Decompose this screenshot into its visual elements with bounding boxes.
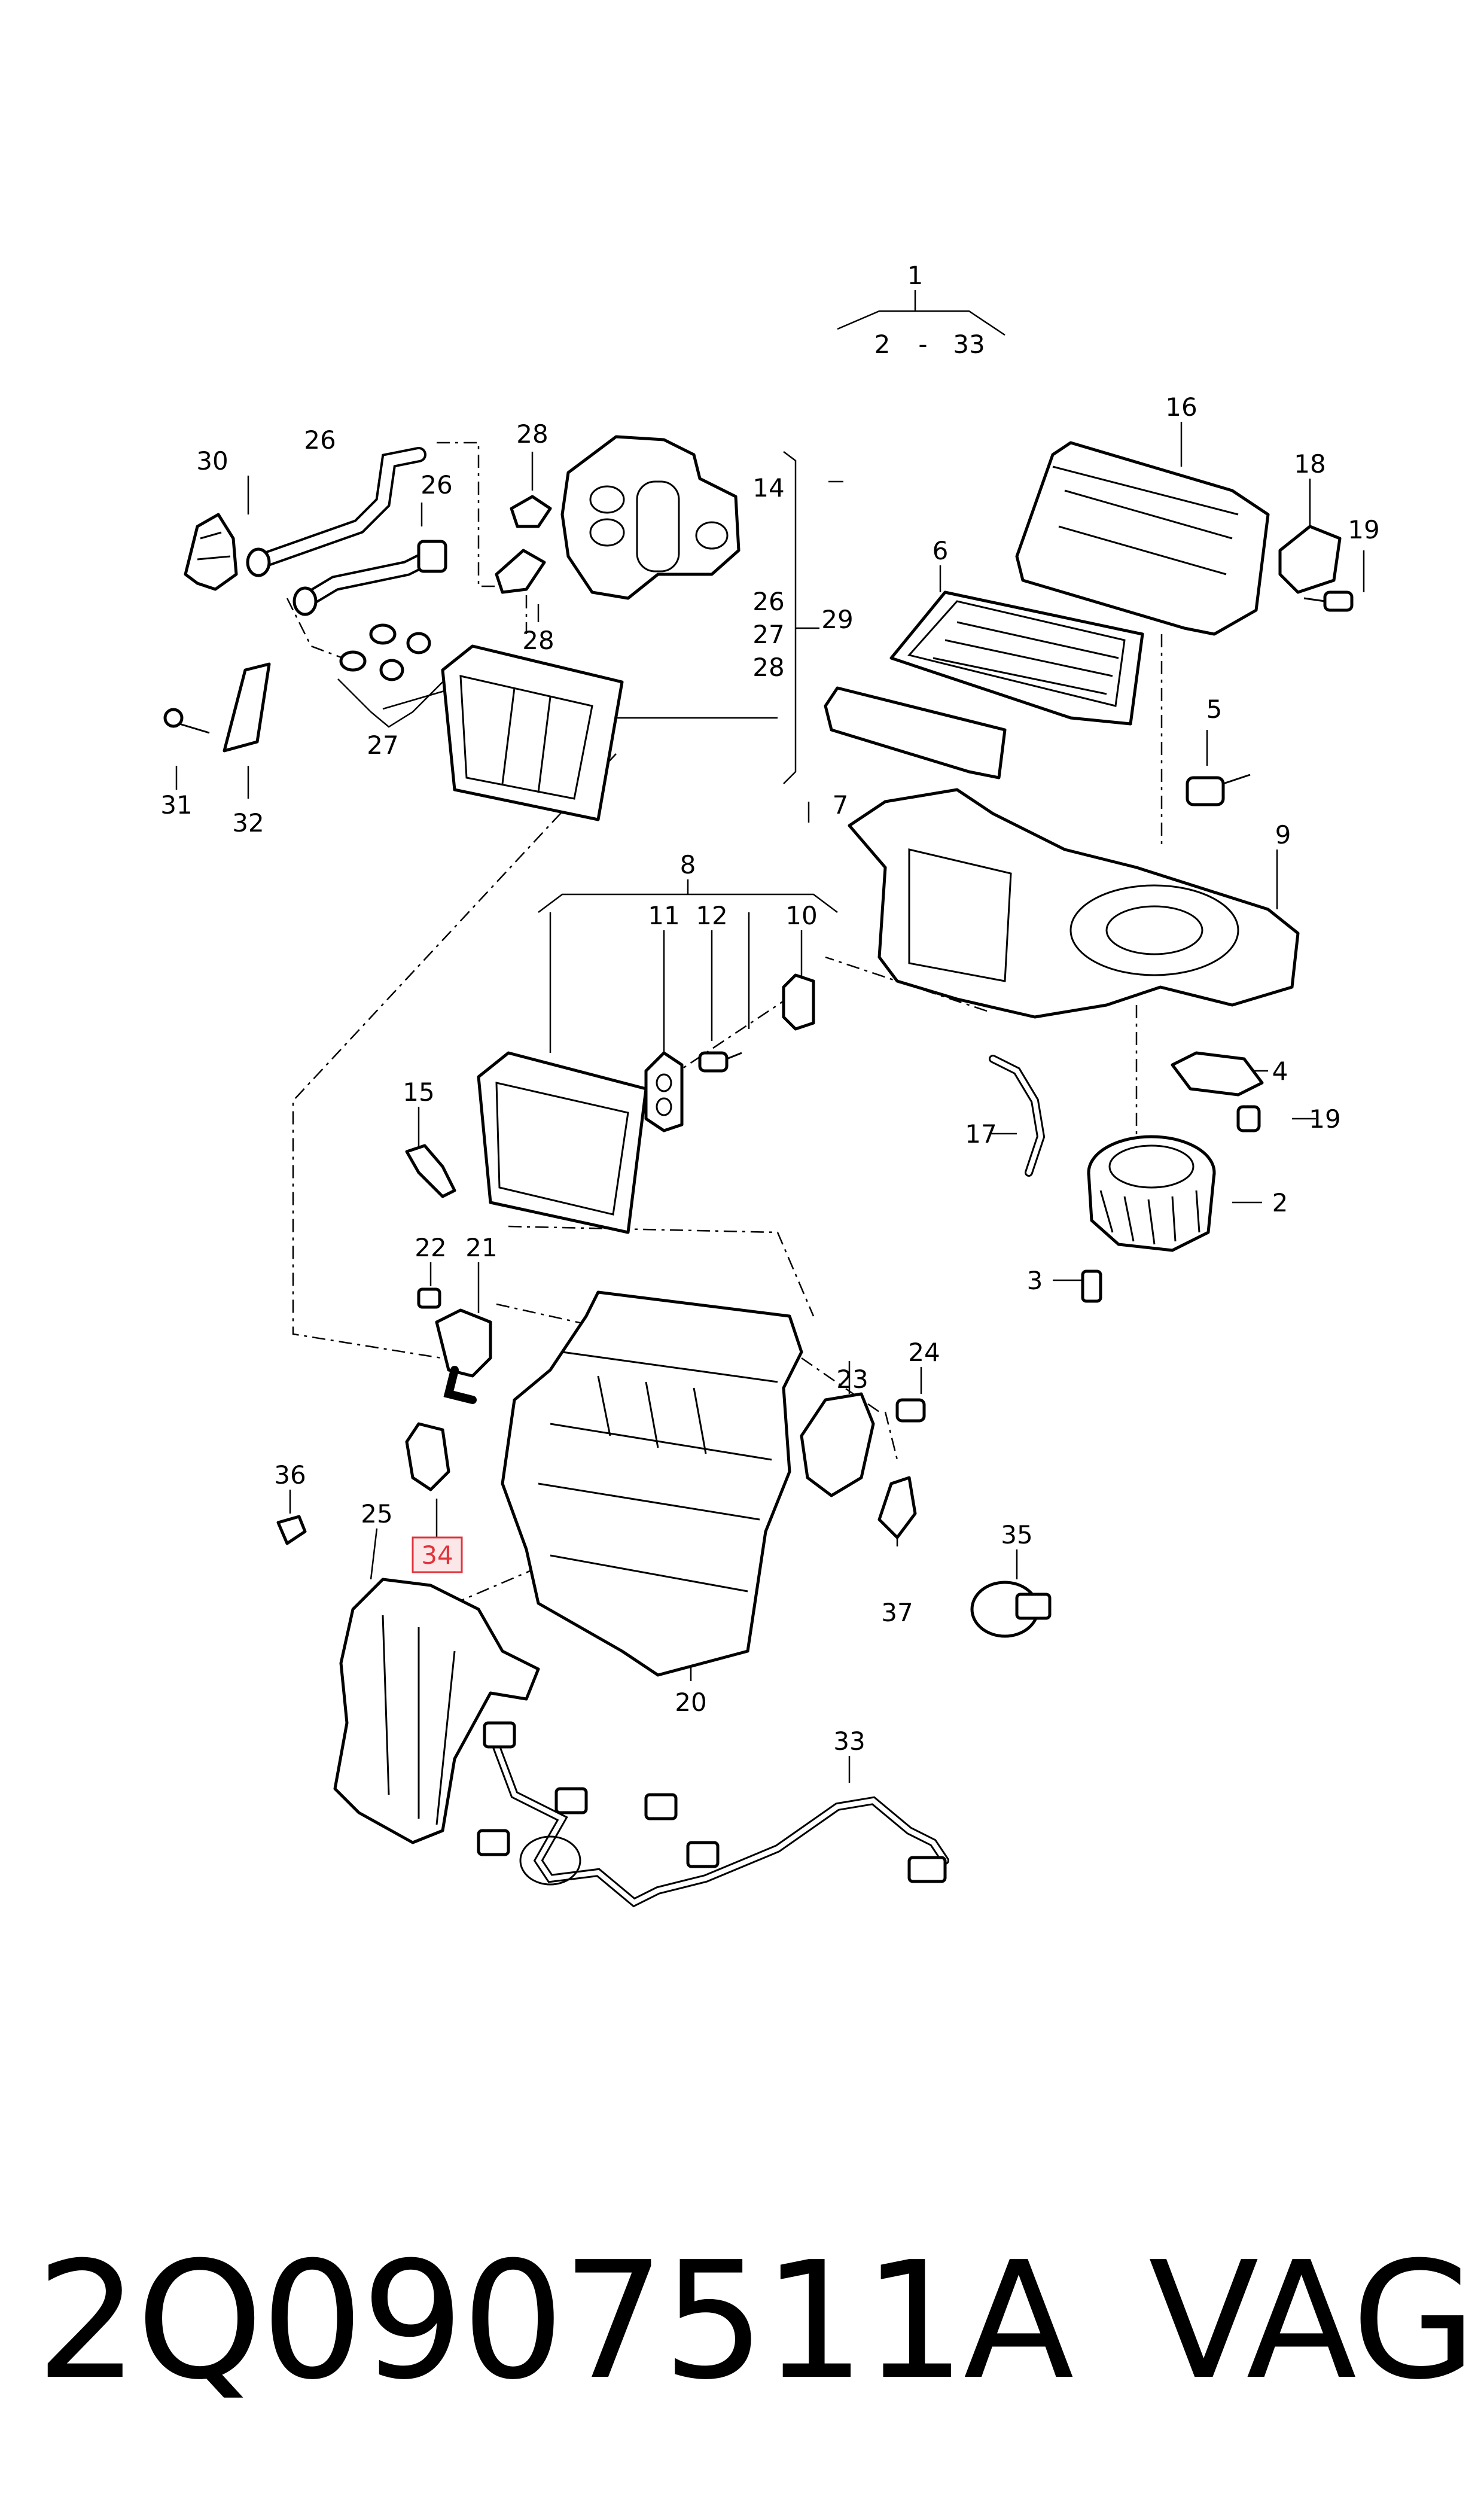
callout-3: 3 — [1027, 1266, 1043, 1295]
part-10-sensor — [782, 973, 815, 1031]
callout-28-b: 28 — [522, 626, 554, 655]
part-19-screw-b — [1236, 1105, 1261, 1132]
callout-28-c: 28 — [752, 653, 784, 682]
callout-31: 31 — [160, 790, 192, 820]
part-5-fastener — [1186, 774, 1251, 806]
callout-26-b: 26 — [420, 470, 452, 500]
callout-1: 1 — [907, 261, 924, 290]
callout-19-a: 19 — [1348, 515, 1379, 544]
callout-34: 34 — [421, 1540, 453, 1570]
callout-37: 37 — [881, 1598, 913, 1627]
part-35-motor — [970, 1581, 1052, 1638]
callout-23: 23 — [836, 1365, 868, 1394]
part-33-wiring-harness — [477, 1721, 949, 1908]
callout-27-a: 27 — [752, 620, 784, 649]
part-25-air-duct — [333, 1578, 540, 1844]
callout-21: 21 — [465, 1233, 497, 1262]
callout-15: 15 — [403, 1077, 434, 1107]
callout-19-b: 19 — [1309, 1104, 1340, 1134]
part-34-bracket — [405, 1422, 450, 1491]
part-19-screw-a — [1303, 590, 1354, 612]
part-3-screw — [1081, 1269, 1102, 1303]
part-6-filter — [889, 590, 1144, 726]
callout-26-c: 26 — [752, 587, 784, 616]
callout-7: 7 — [833, 790, 849, 820]
part-17-wire — [989, 1055, 1046, 1177]
part-15-sensor — [405, 1144, 456, 1198]
part-24-screw — [895, 1398, 926, 1423]
part-27-orings — [339, 623, 431, 681]
footer: 2Q0907511A VAG — [24, 2225, 1477, 2417]
part-31-screw — [163, 708, 210, 734]
callout-36: 36 — [274, 1460, 306, 1490]
callout-32: 32 — [232, 808, 264, 838]
callout-26-a: 26 — [304, 425, 336, 455]
callout-34-highlight-box — [412, 1536, 463, 1573]
callout-labels: 1 2 - 33 30 26 26 28 14 28 26 27 28 29 2… — [160, 261, 1379, 1756]
part-heater-core — [441, 644, 624, 821]
callout-6: 6 — [933, 536, 949, 565]
leader-lines — [175, 290, 1365, 1783]
part-14-gasket-plate — [560, 435, 741, 600]
part-12-screw — [698, 1051, 742, 1073]
part-evaporator — [477, 1051, 648, 1234]
callout-27-b: 27 — [367, 730, 398, 760]
part-11-grommet — [644, 1051, 684, 1132]
callout-17: 17 — [965, 1119, 997, 1149]
part-23-actuator — [800, 1392, 875, 1497]
callout-14: 14 — [752, 473, 784, 503]
part-18-actuator — [1278, 525, 1342, 594]
callout-18: 18 — [1294, 449, 1325, 479]
callout-33: 33 — [833, 1727, 865, 1756]
callout-20: 20 — [675, 1688, 706, 1717]
brand-name: VAG — [1148, 2227, 1477, 2415]
part-36-screw — [276, 1515, 307, 1545]
callout-16: 16 — [1165, 392, 1197, 422]
callout-28-a: 28 — [516, 419, 548, 449]
callout-range-to: 33 — [953, 330, 985, 359]
callout-25: 25 — [361, 1499, 392, 1529]
part-32-bracket — [223, 662, 271, 753]
callout-29: 29 — [821, 605, 853, 634]
part-28-seals — [495, 495, 552, 594]
callout-30: 30 — [196, 446, 228, 476]
part-4-cover — [1171, 1051, 1264, 1097]
callout-22: 22 — [415, 1233, 446, 1262]
part-22-screw — [417, 1287, 441, 1309]
callout-11: 11 — [648, 901, 679, 930]
part-number: 2Q0907511A — [36, 2227, 1074, 2415]
callout-range-from: 2 — [874, 330, 891, 359]
part-2-blower-motor — [1087, 1135, 1216, 1252]
part-21-actuator-bracket — [435, 1308, 492, 1404]
callout-4: 4 — [1272, 1056, 1288, 1086]
part-7-flap — [824, 686, 1007, 780]
callout-5: 5 — [1206, 695, 1223, 724]
callout-8: 8 — [680, 850, 696, 879]
callout-12: 12 — [696, 901, 727, 930]
callout-24: 24 — [908, 1338, 940, 1367]
callout-10: 10 — [785, 901, 817, 930]
part-20-main-housing — [501, 1290, 803, 1677]
part-26-hoses — [246, 447, 447, 616]
callout-2: 2 — [1272, 1188, 1288, 1217]
part-16-upper-housing — [1015, 441, 1270, 636]
part-9-blower-housing — [848, 788, 1300, 1019]
callout-range-dash: - — [918, 330, 927, 359]
callout-9: 9 — [1275, 820, 1291, 850]
callout-35: 35 — [1001, 1520, 1032, 1549]
part-30-bracket — [184, 513, 238, 591]
part-37-actuator — [877, 1476, 917, 1539]
